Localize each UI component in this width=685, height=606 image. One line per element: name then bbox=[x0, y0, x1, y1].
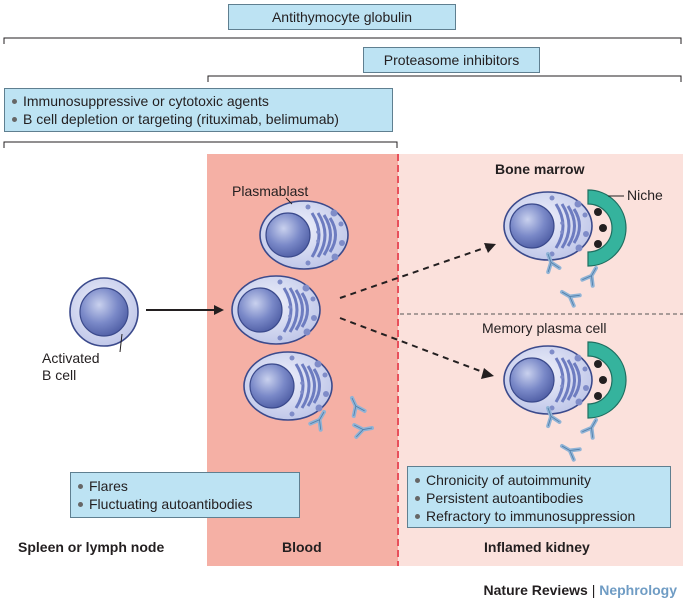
effect-item: Chronicity of autoimmunity bbox=[414, 471, 664, 489]
plasmablast-cell bbox=[242, 350, 334, 422]
memory-plasma-cell-kidney bbox=[502, 344, 594, 416]
bone-marrow-label: Bone marrow bbox=[495, 161, 585, 177]
memory-plasma-cell-marrow bbox=[502, 190, 594, 262]
antibody bbox=[557, 438, 582, 462]
plasmablast-cell bbox=[230, 274, 322, 346]
effect-item: Fluctuating autoantibodies bbox=[77, 495, 293, 513]
proteasome-label: Proteasome inhibitors bbox=[383, 52, 520, 68]
effect-item: Persistent autoantibodies bbox=[414, 489, 664, 507]
agent-item: Immunosuppressive or cytotoxic agents bbox=[11, 92, 386, 110]
spleen-label: Spleen or lymph node bbox=[18, 539, 165, 555]
niche-shape bbox=[587, 189, 627, 267]
activated-b-cell-label-line2: B cell bbox=[42, 367, 77, 383]
antibody bbox=[352, 420, 376, 439]
blood-label: Blood bbox=[282, 539, 322, 555]
plasmablast-cell bbox=[258, 199, 350, 271]
niche-shape bbox=[587, 341, 627, 419]
antibody bbox=[344, 393, 367, 418]
atg-bracket bbox=[3, 37, 682, 44]
blood-effects-box: Flares Fluctuating autoantibodies bbox=[70, 472, 300, 518]
agents-bracket bbox=[3, 141, 398, 148]
atg-label: Antithymocyte globulin bbox=[271, 9, 413, 25]
proteasome-bracket bbox=[207, 75, 682, 82]
effect-item: Refractory to immunosuppression bbox=[414, 507, 664, 525]
niche-label: Niche bbox=[627, 187, 663, 203]
agent-item: B cell depletion or targeting (rituximab… bbox=[11, 110, 386, 128]
footer-separator: | bbox=[591, 582, 596, 598]
journal-subject: Nephrology bbox=[599, 582, 677, 598]
journal-footer: Nature Reviews | Nephrology bbox=[484, 582, 677, 598]
agents-box: Immunosuppressive or cytotoxic agents B … bbox=[4, 88, 393, 132]
kidney-effects-box: Chronicity of autoimmunity Persistent au… bbox=[407, 466, 671, 528]
migration-arrow-marrow bbox=[339, 245, 491, 299]
antibody bbox=[557, 284, 582, 308]
antibody bbox=[580, 263, 604, 288]
kidney-label: Inflamed kidney bbox=[484, 539, 590, 555]
journal-name: Nature Reviews bbox=[483, 582, 588, 598]
activated-b-cell-label-line1: Activated bbox=[42, 350, 100, 366]
antibody bbox=[580, 415, 604, 440]
activated-b-cell bbox=[69, 277, 139, 353]
effect-item: Flares bbox=[77, 477, 293, 495]
atg-box: Antithymocyte globulin bbox=[228, 4, 456, 30]
plasmablast-label: Plasmablast bbox=[232, 183, 309, 199]
proteasome-box: Proteasome inhibitors bbox=[363, 47, 540, 73]
memory-plasma-cell-label: Memory plasma cell bbox=[482, 320, 607, 336]
migration-arrow-kidney bbox=[339, 317, 489, 375]
